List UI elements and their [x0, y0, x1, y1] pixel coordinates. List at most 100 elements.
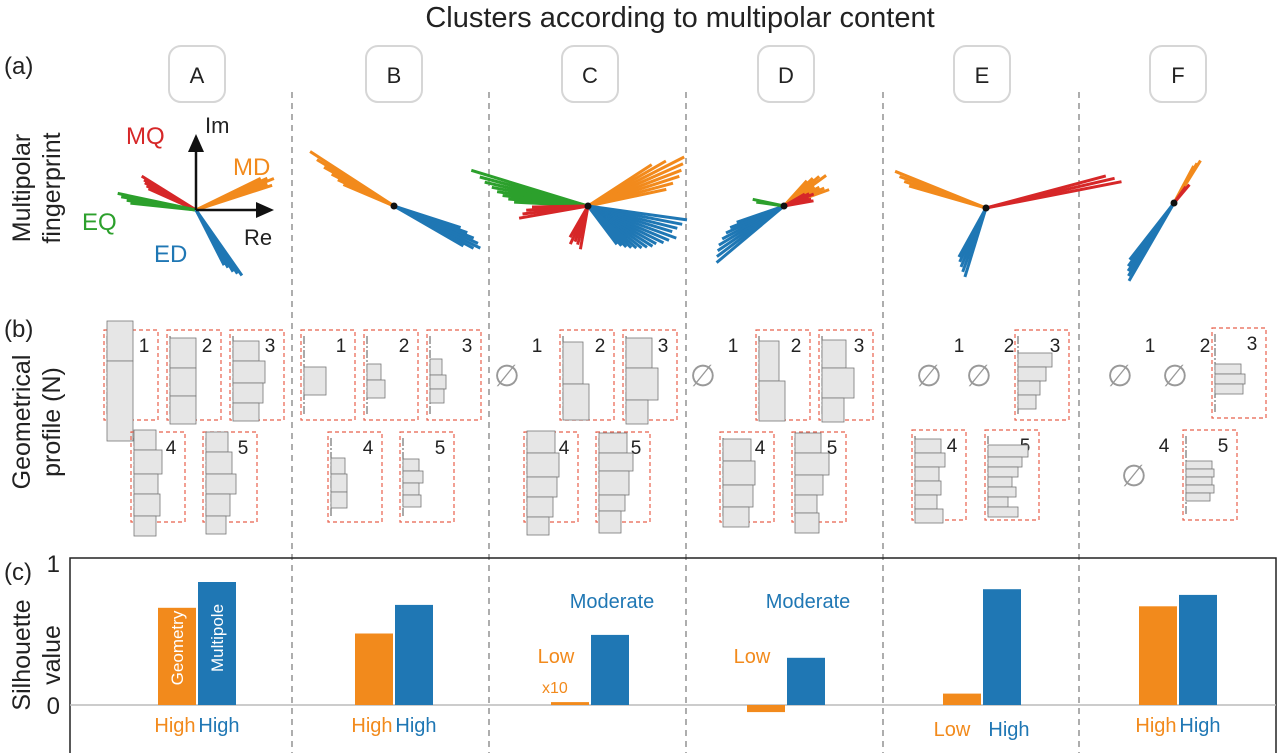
profile-segment [794, 432, 822, 454]
ytick-1: 1 [47, 551, 60, 578]
svg-text:value: value [38, 625, 66, 685]
profile-index: 1 [532, 336, 543, 357]
scale-note: x10 [542, 680, 568, 697]
profile-segment [758, 340, 780, 382]
fingerprint-line-md [195, 177, 262, 212]
empty-profile-symbol: ∅ [690, 360, 716, 393]
cluster-header-box [561, 45, 619, 103]
fingerprint-line-md [782, 179, 808, 208]
cluster-header-label: E [975, 63, 990, 88]
profile-segment [794, 494, 818, 514]
profile-slot-2: 2∅ [966, 336, 1014, 393]
quality-label: High [395, 715, 436, 737]
fingerprint-cluster-f [1126, 159, 1202, 282]
profile-box [363, 329, 419, 421]
profile-segment [330, 491, 348, 509]
row-label-a: Multipolar fingerprint [8, 132, 66, 243]
profile-segment [133, 449, 163, 475]
profile-segment [366, 379, 386, 399]
profile-index: 2 [791, 336, 802, 357]
profile-slot-1: 1∅ [1107, 336, 1155, 393]
profile-slot-4: 4∅ [1121, 436, 1170, 493]
profile-slot-4: 4 [327, 431, 383, 523]
profile-index: 3 [658, 336, 669, 357]
empty-profile-symbol: ∅ [1107, 360, 1133, 393]
re-axis-label: Re [244, 225, 272, 250]
bar-geometry-f [1139, 606, 1177, 705]
profile-segment [914, 438, 942, 454]
profile-segment [987, 466, 1019, 478]
profile-segment [232, 402, 260, 422]
quality-label: Moderate [766, 591, 851, 613]
fingerprint-line-eq [130, 201, 197, 212]
profile-segment [794, 452, 830, 476]
fingerprint-line-mq [147, 187, 197, 212]
quality-label: Low [734, 646, 771, 668]
profile-slot-3: 3 [622, 329, 678, 425]
profile-segment [169, 395, 197, 425]
empty-profile-symbol: ∅ [916, 360, 942, 393]
fingerprint-line-ed [957, 207, 988, 258]
profile-index: 3 [462, 336, 473, 357]
fingerprint-line-eq [756, 200, 785, 208]
fingerprint-cluster-e [894, 169, 1122, 278]
profile-box [595, 431, 651, 523]
profile-segment [562, 341, 584, 385]
profile-segment [205, 451, 233, 475]
profile-box [1014, 329, 1070, 421]
fingerprint-origin [780, 202, 788, 210]
fingerprint-line-md [587, 163, 653, 208]
profile-segment [794, 474, 824, 496]
profile-slot-1: 1∅ [494, 336, 542, 393]
fingerprint-line-ed [586, 205, 619, 246]
profile-segment [794, 512, 820, 534]
profile-segment [1214, 363, 1242, 375]
profile-slot-4: 4 [911, 429, 967, 524]
panel-label-c: (c) [4, 559, 32, 586]
profile-segment [429, 388, 445, 404]
profile-segment [914, 466, 940, 482]
cluster-header-box [365, 45, 423, 103]
profile-box [130, 431, 186, 523]
bar-geometry-d [747, 705, 785, 713]
chart-frame [69, 557, 1277, 753]
panel-label-a: (a) [4, 53, 33, 80]
profile-segment [722, 460, 756, 486]
profile-segment [205, 473, 237, 495]
cluster-header-box [953, 45, 1011, 103]
profile-slot-1: 1∅ [690, 336, 738, 393]
fingerprint-cluster-b [309, 150, 481, 250]
profile-segment [205, 431, 229, 453]
profile-slot-3: 3 [229, 329, 285, 422]
profile-segment [598, 510, 622, 534]
profile-segment [106, 320, 134, 362]
profile-segment [598, 432, 628, 454]
profile-segment [625, 337, 653, 369]
profile-index: 1 [728, 336, 739, 357]
profile-box [622, 329, 678, 421]
fingerprint-line-ed [736, 204, 785, 224]
profile-index: 3 [854, 336, 865, 357]
profile-segment [1214, 383, 1244, 395]
bar-geometry-b [355, 633, 393, 705]
quality-label: High [198, 715, 239, 737]
profile-segment [402, 458, 420, 472]
empty-profile-symbol: ∅ [966, 360, 992, 393]
profile-cluster-f: 1∅2∅34∅5 [1107, 327, 1267, 521]
series-name-geometry: Geometry [168, 610, 187, 685]
profile-segment [526, 452, 560, 478]
cluster-header-box [757, 45, 815, 103]
profile-segment [402, 470, 424, 484]
profile-index: 2 [1004, 336, 1015, 357]
profile-segment [402, 482, 420, 496]
profile-segment [133, 493, 161, 517]
profile-index: 1 [139, 336, 150, 357]
fingerprint-line-md [342, 183, 395, 208]
profile-segment [232, 340, 260, 362]
profile-slot-3: 3 [818, 329, 874, 423]
profile-segment [598, 452, 634, 472]
profile-index: 5 [238, 438, 249, 459]
